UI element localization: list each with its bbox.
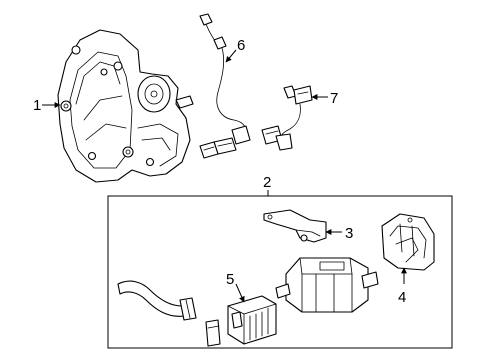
part-6-oxygen-sensor[interactable]	[199, 13, 251, 159]
leader-5	[235, 283, 245, 303]
leader-6	[225, 49, 237, 63]
callout-7: 7	[330, 90, 338, 107]
evap-canister[interactable]	[275, 257, 379, 313]
callout-6: 6	[237, 37, 245, 54]
part-1-pump-assembly[interactable]	[57, 29, 194, 183]
part-3-bracket[interactable]	[263, 209, 327, 243]
callout-4: 4	[398, 289, 406, 306]
callout-5: 5	[226, 271, 234, 288]
callout-1: 1	[33, 97, 41, 114]
part-2-canister-group-box	[107, 195, 453, 349]
part-5-vent-valve[interactable]	[227, 295, 277, 345]
part-7-oxygen-sensor[interactable]	[261, 85, 313, 151]
part-4-shield[interactable]	[381, 213, 435, 271]
callout-3: 3	[345, 225, 353, 242]
vent-hose[interactable]	[117, 280, 221, 347]
callout-2: 2	[263, 174, 271, 191]
